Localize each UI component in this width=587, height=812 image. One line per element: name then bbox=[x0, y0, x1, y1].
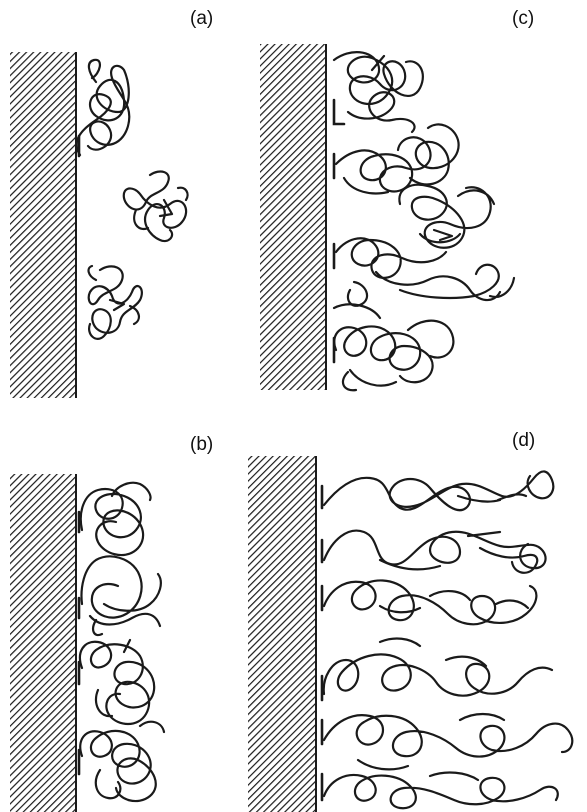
polymer-chain-d-1 bbox=[322, 470, 555, 512]
panel-a bbox=[10, 52, 189, 398]
polymer-coil-c-4 bbox=[334, 237, 516, 307]
substrate-wall-d bbox=[248, 456, 316, 812]
polymer-chain-d-4 bbox=[322, 637, 554, 697]
polymer-coil-c-1 bbox=[332, 51, 424, 134]
polymer-coil-b-3 bbox=[78, 638, 156, 726]
panel-c bbox=[260, 44, 516, 392]
polymer-chain-d-5 bbox=[322, 712, 574, 771]
anchor-c-1 bbox=[332, 98, 346, 126]
polymer-coil-c-2 bbox=[334, 123, 460, 195]
panel-d bbox=[248, 456, 574, 812]
substrate-wall-a bbox=[10, 52, 76, 398]
panel-label-d: (d) bbox=[512, 430, 536, 451]
polymer-coil-c-3 bbox=[398, 183, 496, 249]
polymer-chain-d-2 bbox=[322, 529, 547, 574]
polymer-chain-d-6 bbox=[322, 771, 559, 810]
polymer-chain-d-3 bbox=[322, 579, 538, 626]
polymer-coil-a-2 bbox=[122, 170, 189, 243]
substrate-wall-c bbox=[260, 44, 326, 390]
substrate-wall-b bbox=[10, 474, 76, 812]
panel-label-a: (a) bbox=[190, 8, 214, 29]
polymer-coil-b-4 bbox=[79, 720, 166, 803]
polymer-coil-b-2 bbox=[80, 555, 162, 637]
polymer-coil-a-3 bbox=[87, 264, 143, 340]
polymer-coil-c-5 bbox=[332, 303, 455, 392]
panel-label-c: (c) bbox=[512, 8, 535, 29]
polymer-coil-b-1 bbox=[79, 481, 152, 557]
polymer-coil-a-1 bbox=[75, 58, 131, 157]
panel-b bbox=[10, 474, 166, 812]
panel-label-b: (b) bbox=[190, 434, 214, 455]
